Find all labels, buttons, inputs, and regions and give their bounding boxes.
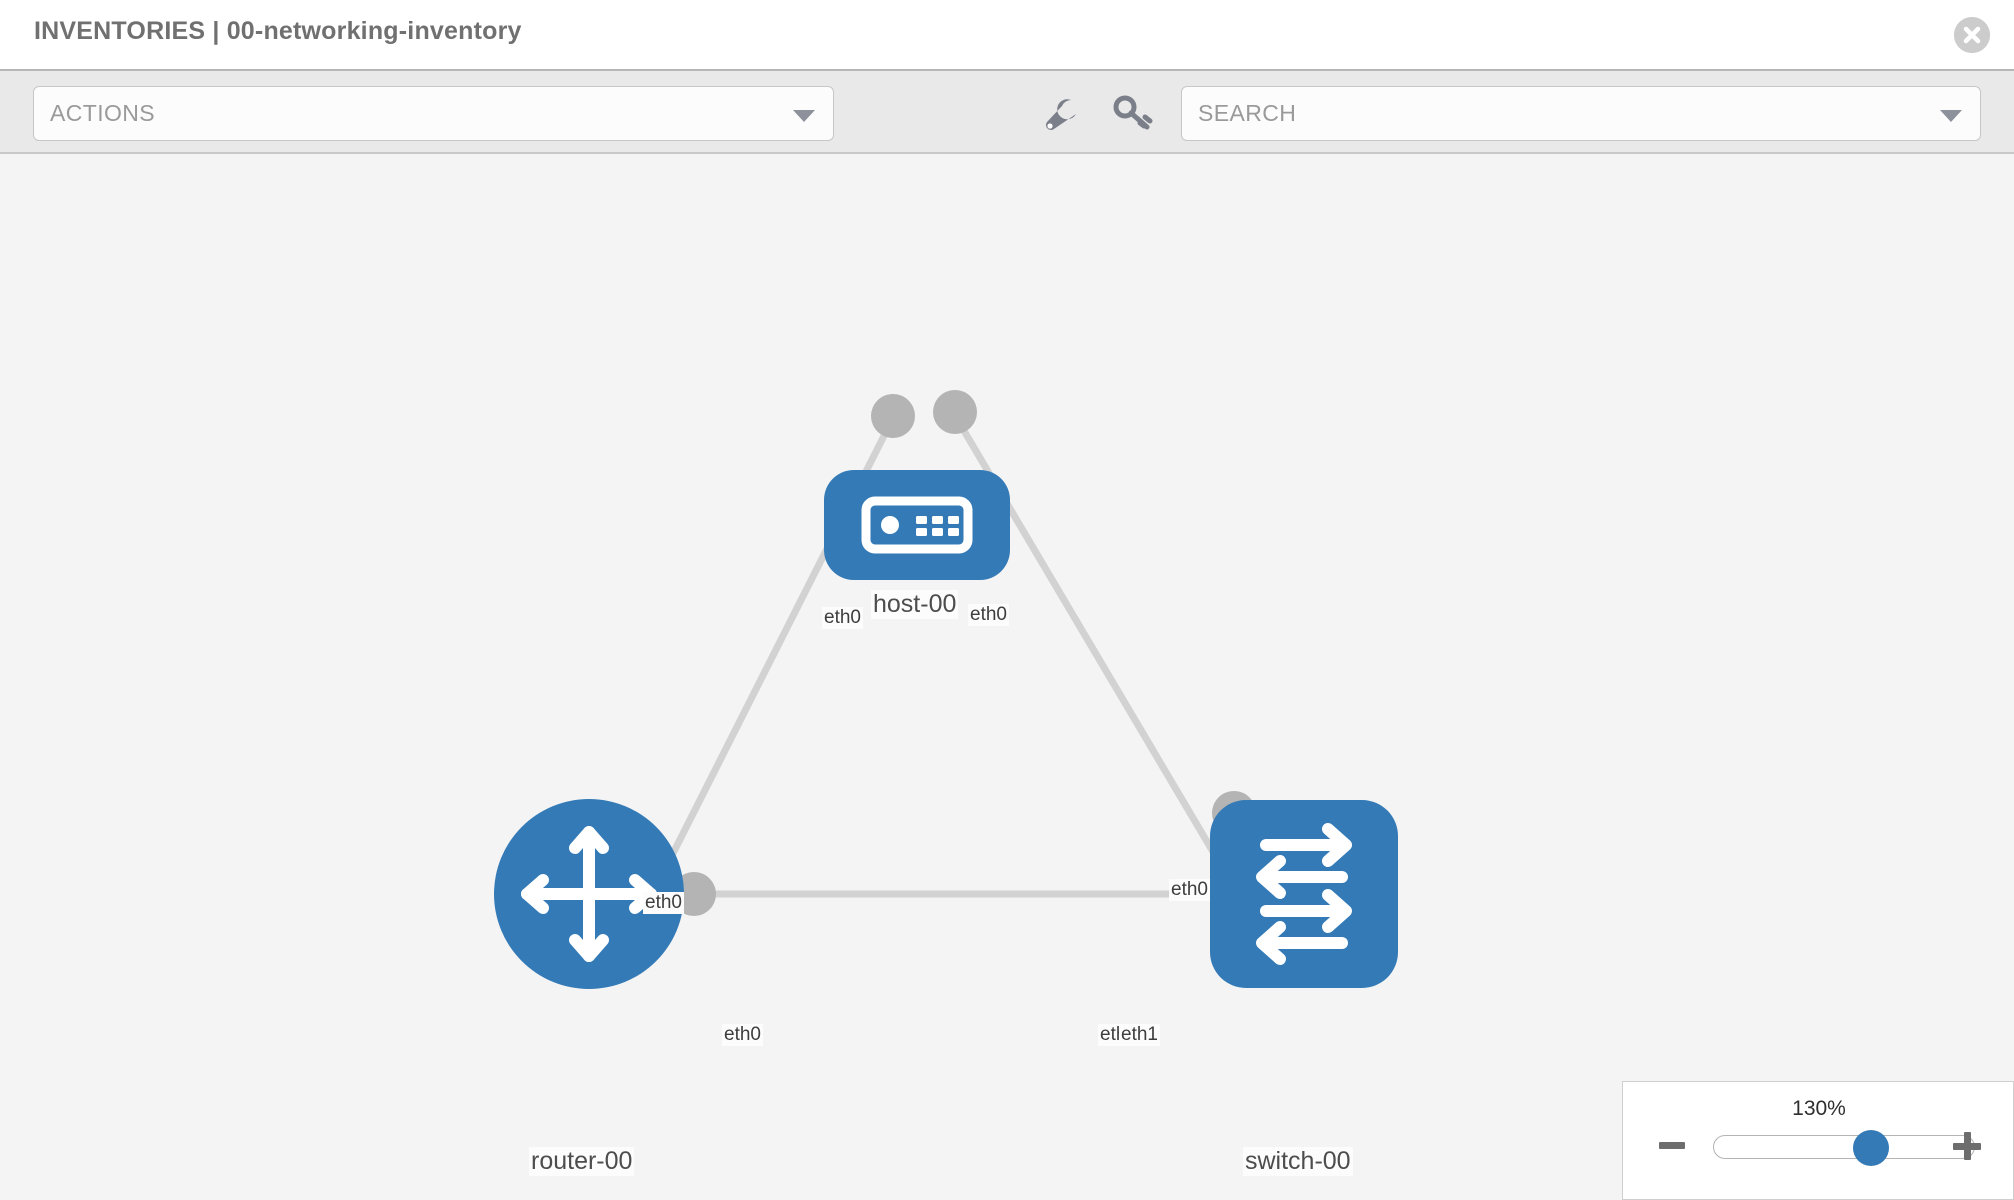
node-host-00[interactable] xyxy=(824,470,1010,580)
node-label-switch-00: switch-00 xyxy=(1243,1147,1353,1176)
actions-dropdown-label: ACTIONS xyxy=(50,100,156,126)
close-icon[interactable] xyxy=(1954,17,1990,53)
iface-label: eth0 xyxy=(722,1024,763,1046)
search-chevron-down-icon[interactable] xyxy=(1940,110,1962,122)
zoom-out-button[interactable] xyxy=(1659,1142,1685,1149)
connector-host-right xyxy=(933,390,977,434)
actions-dropdown[interactable]: ACTIONS xyxy=(33,86,834,141)
key-icon[interactable] xyxy=(1107,89,1157,139)
node-switch-00[interactable] xyxy=(1210,800,1398,988)
zoom-in-button[interactable] xyxy=(1953,1132,1981,1160)
connector-host-left xyxy=(871,394,915,438)
wrench-icon[interactable] xyxy=(1037,89,1087,139)
toolbar: ACTIONS SEARCH xyxy=(0,69,2014,154)
iface-label: eth0 xyxy=(822,607,863,629)
node-router-00[interactable] xyxy=(494,799,684,989)
topology-graph xyxy=(494,390,1398,989)
search-placeholder: SEARCH xyxy=(1198,100,1297,126)
topology-canvas[interactable]: eth0 eth0 eth0 eth0 eth0 eth0 eth1 host-… xyxy=(0,154,2014,1200)
chevron-down-icon xyxy=(793,110,815,122)
page-header: INVENTORIES | 00-networking-inventory xyxy=(0,0,2014,69)
iface-label: eth0 xyxy=(643,892,684,914)
iface-label: eth0 xyxy=(968,604,1009,626)
node-label-host-00: host-00 xyxy=(871,590,959,619)
page-title: INVENTORIES | 00-networking-inventory xyxy=(34,17,522,45)
iface-label: eth1 xyxy=(1119,1024,1160,1046)
node-label-router-00: router-00 xyxy=(529,1147,635,1176)
topology-connectors xyxy=(672,390,1256,916)
zoom-level-value: 130% xyxy=(1792,1097,1846,1120)
zoom-slider[interactable] xyxy=(1713,1130,1975,1166)
search-input[interactable]: SEARCH xyxy=(1181,86,1981,141)
zoom-slider-thumb[interactable] xyxy=(1853,1130,1889,1166)
iface-label: eth0 xyxy=(1169,879,1210,901)
zoom-control-panel: 130% xyxy=(1622,1081,2014,1200)
